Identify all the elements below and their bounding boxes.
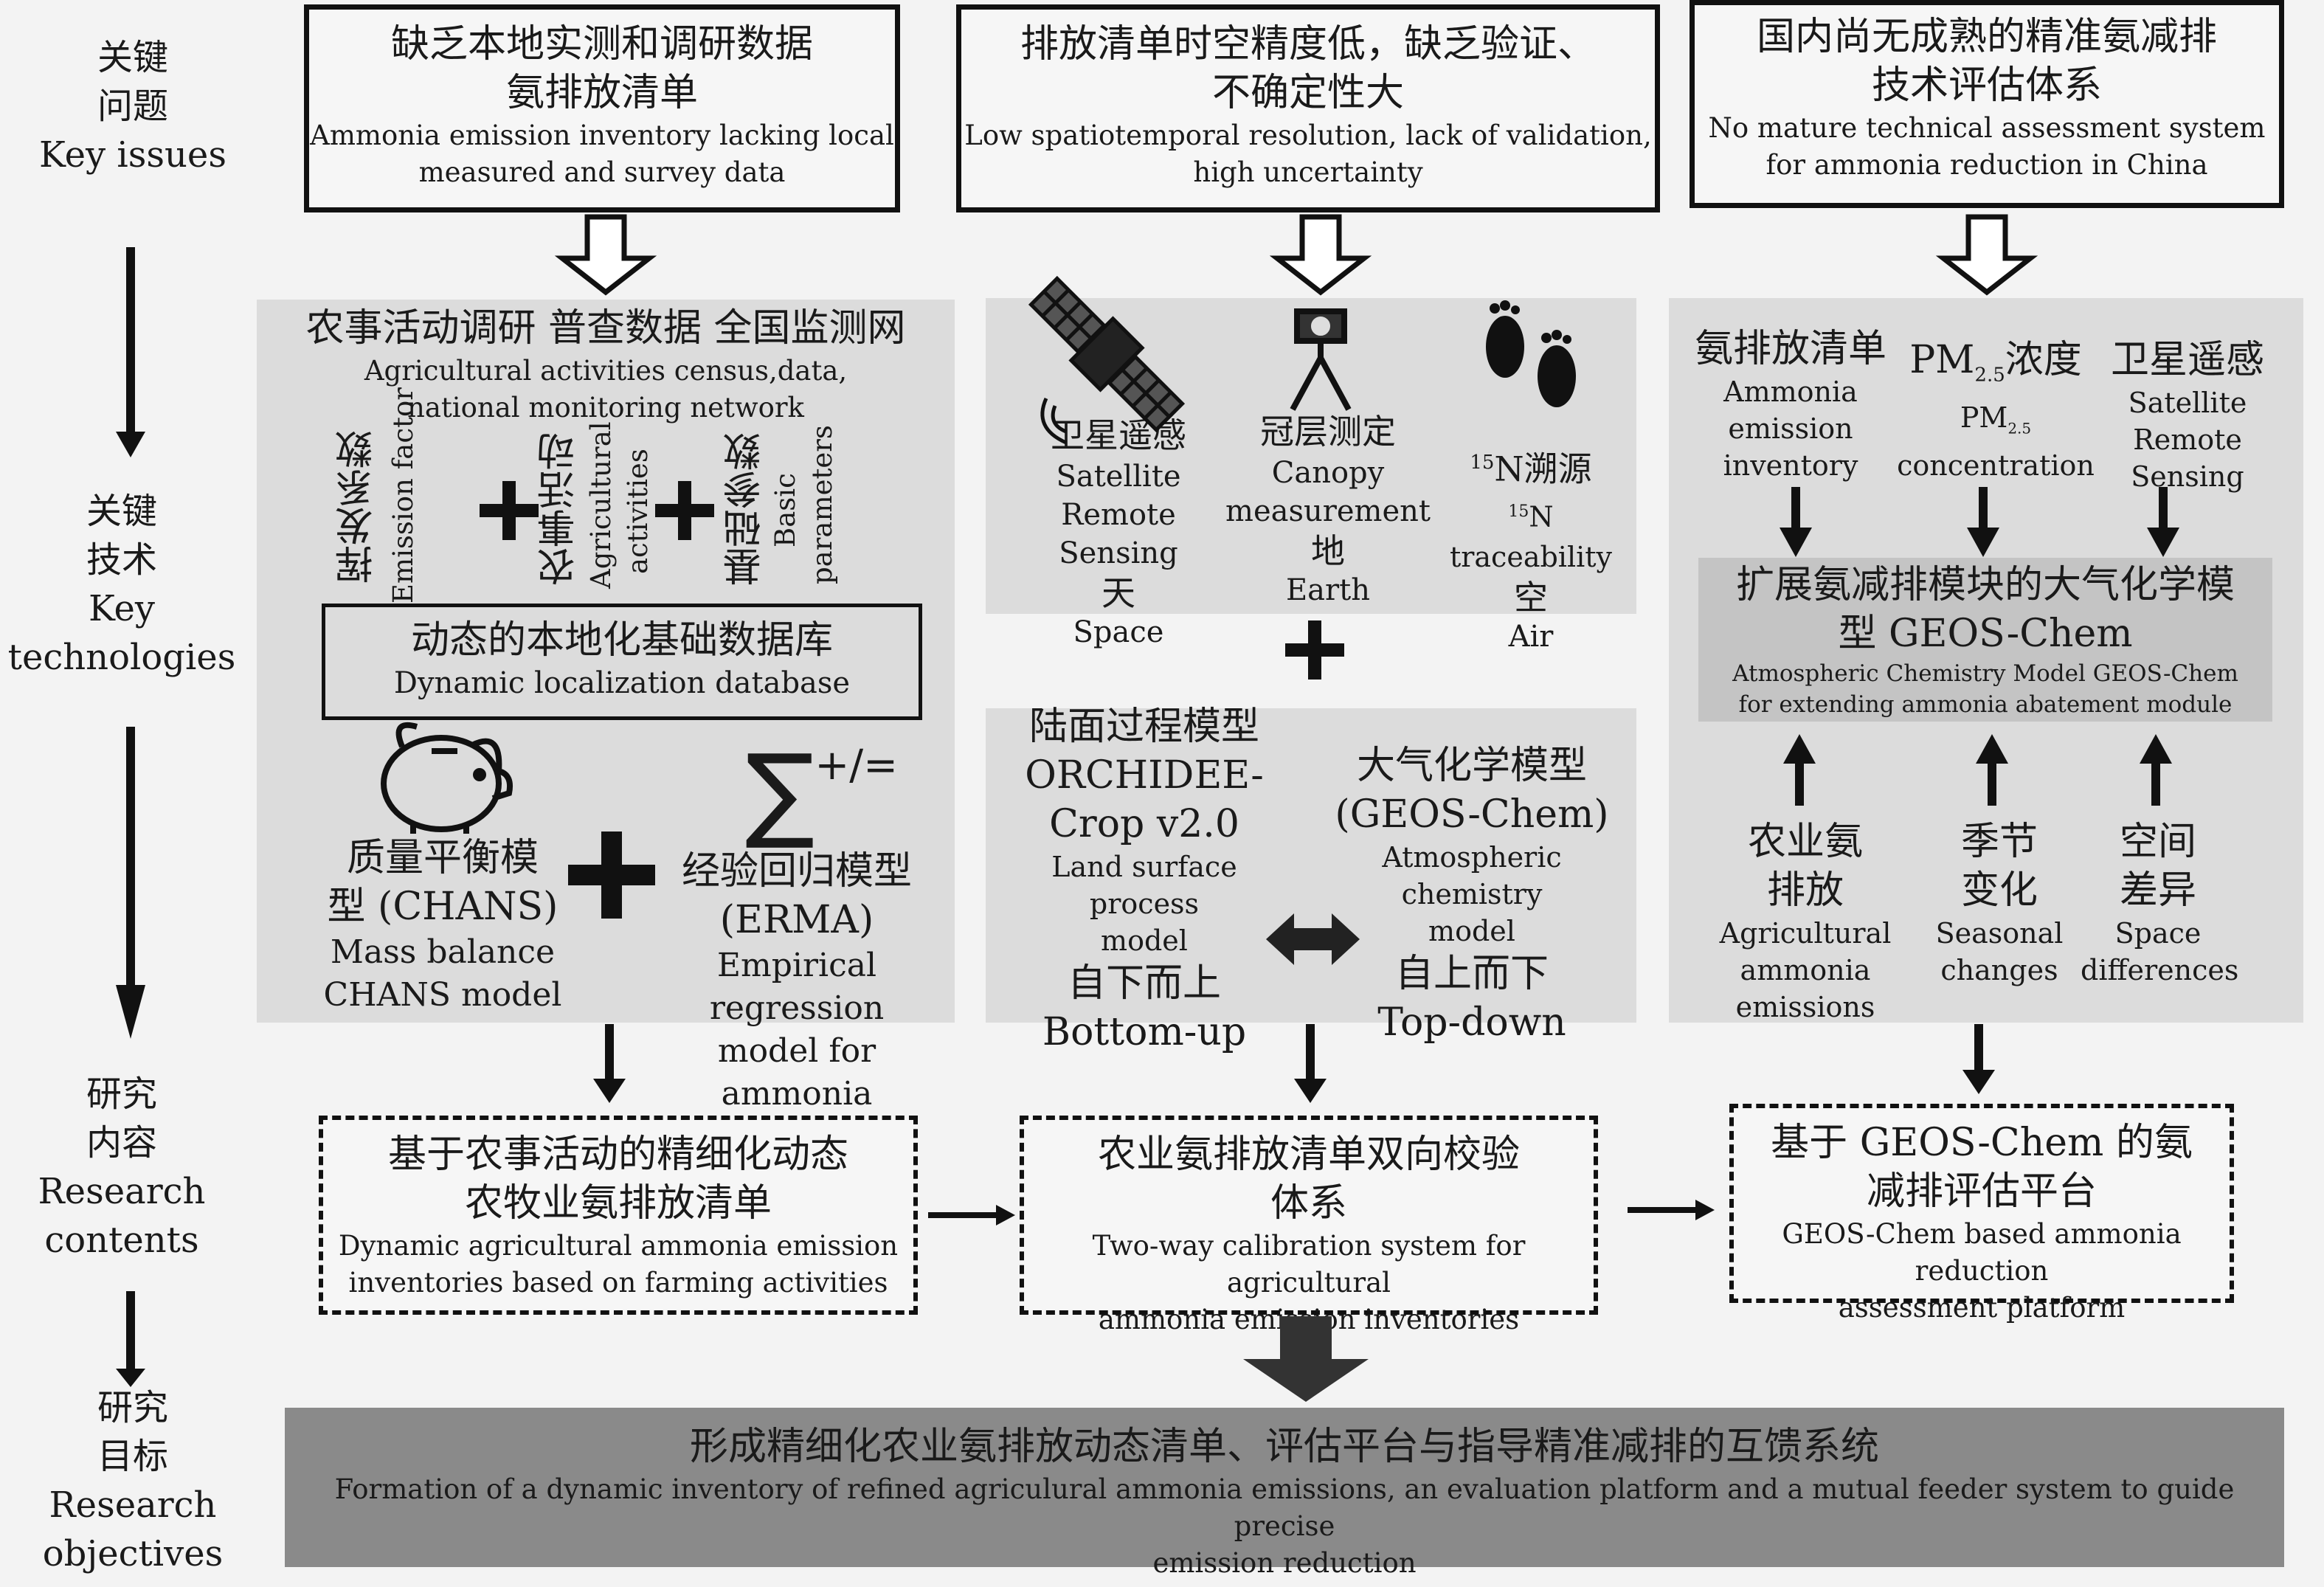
label-research-objectives: 研究 目标 Research objectives: [42, 1387, 224, 1574]
hollow-down-arrows: [554, 214, 2038, 296]
atmos-model-label: 大气化学模型 (GEOS-Chem) Atmospheric chemistry…: [1335, 744, 1609, 1045]
satellite-icon: [1028, 275, 1186, 445]
input-pm25-label: PM2.5浓度 PM2.5 concentration: [1897, 338, 2095, 482]
land-surface-model-label: 陆面过程模型 ORCHIDEE- Crop v2.0 Land surface …: [1025, 705, 1264, 1054]
label-key-issues: 关键 问题 Key issues: [39, 37, 226, 176]
label-research-contents: 研究 内容 Research contents: [38, 1073, 206, 1261]
geos-chem-model-box: 扩展氨减排模块的大气化学模 型 GEOS-Chem Atmospheric Ch…: [1698, 558, 2272, 722]
n15-label: 15N溯源 15N traceability 空 Air: [1449, 449, 1613, 654]
output-ag-emissions-label: 农业氨 排放 Agricultural ammonia emissions: [1719, 820, 1892, 1023]
issue-box-2: 排放清单时空精度低，缺乏验证、 不确定性大 Low spatiotemporal…: [956, 4, 1660, 212]
issue-box-1: 缺乏本地实测和调研数据 氨排放清单 Ammonia emission inven…: [304, 4, 900, 212]
panel-to-content-arrows: [593, 1024, 1995, 1103]
output-space-label: 空间 差异 Space differences: [2081, 820, 2239, 986]
output-seasonal-label: 季节 变化 Seasonal changes: [1935, 820, 2064, 986]
content-flow-arrows: [928, 1200, 1715, 1225]
panel1-header: 农事活动调研 普查数据 全国监测网 Agricultural activitie…: [305, 306, 906, 423]
objective-bar: 形成精细化农业氨排放动态清单、评估平台与指导精准减排的互馈系统 Formatio…: [285, 1408, 2284, 1579]
tripod-icon: [1290, 308, 1352, 411]
content-box-inventory: 基于农事活动的精细化动态 农牧业氨排放清单 Dynamic agricultur…: [319, 1116, 918, 1315]
input-inventory-label: 氨排放清单 Ammonia emission inventory: [1694, 327, 1886, 482]
side-flow-arrows: [116, 247, 145, 1387]
dynamic-database-box: 动态的本地化基础数据库 Dynamic localization databas…: [322, 604, 922, 720]
content-box-calibration: 农业氨排放清单双向校验 体系 Two-way calibration syste…: [1020, 1116, 1598, 1335]
objective-arrow: [1243, 1316, 1369, 1402]
footprints-icon: [1486, 300, 1576, 407]
content-box-platform: 基于 GEOS-Chem 的氨 减排评估平台 GEOS-Chem based a…: [1729, 1104, 2234, 1324]
piggy-bank-icon: [381, 722, 513, 834]
sigma-icon: ∑+/=: [745, 733, 899, 853]
erma-label: 经验回归模型 (ERMA) Empirical regression model…: [681, 849, 912, 1113]
canopy-label: 冠层测定 Canopy measurement 地 Earth: [1225, 412, 1431, 607]
input-satellite-label: 卫星遥感 Satellite Remote Sensing: [2110, 338, 2264, 493]
panel2-plus-sign: [1285, 620, 1344, 680]
issue-box-3: 国内尚无成熟的精准氨减排 技术评估体系 No mature technical …: [1690, 0, 2284, 208]
panel3-arrows: [1780, 487, 2179, 806]
satellite-label: 卫星遥感 Satellite Remote Sensing 天 Space: [1051, 415, 1186, 649]
panel-validation-bottom: [986, 708, 1636, 1023]
label-key-technologies: 关键 技术 Key technologies: [7, 491, 236, 678]
mass-balance-label: 质量平衡模 型 (CHANS) Mass balance CHANS model: [323, 836, 562, 1014]
double-arrow-icon: [1266, 913, 1360, 965]
panel1-plus-signs: [480, 481, 714, 919]
